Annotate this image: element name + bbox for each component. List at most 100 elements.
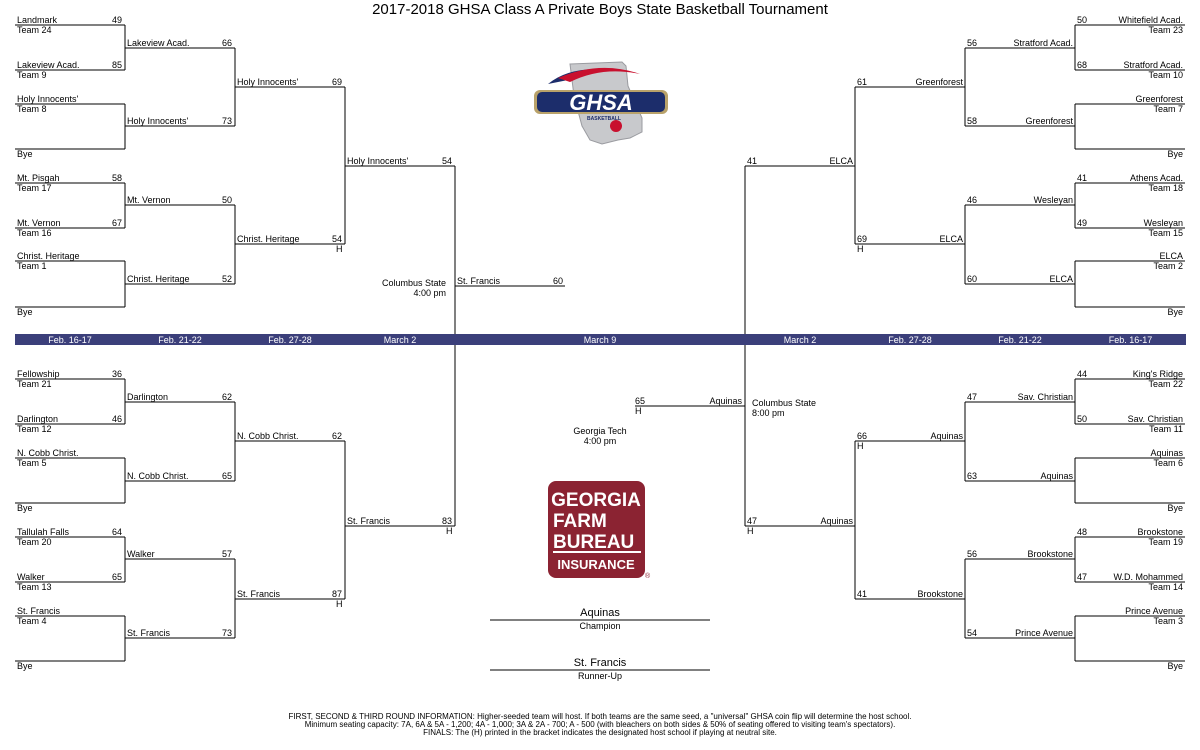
- bracket-entry: Team 23: [1148, 25, 1183, 35]
- bracket-entry: Prince Avenue: [1125, 606, 1183, 616]
- footer-note-3: FINALS: The (H) printed in the bracket i…: [423, 728, 777, 737]
- bracket-entry: Walker: [127, 549, 155, 559]
- ghsa-logo-text: GHSA: [569, 90, 633, 115]
- sponsor-line-4: INSURANCE: [557, 557, 635, 572]
- bracket-entry: Greenforest: [915, 77, 963, 87]
- bracket-entry: ELCA: [1159, 251, 1183, 261]
- bracket-entry: Aquinas: [1040, 471, 1073, 481]
- bracket-entry: 56: [967, 549, 978, 559]
- georgia-farm-bureau-logo: GEORGIA FARM BUREAU INSURANCE: [548, 481, 645, 578]
- bracket-entry: 47: [1077, 572, 1088, 582]
- bracket-entry: Bye: [17, 661, 33, 671]
- ghsa-logo-subtext: BASKETBALL: [587, 116, 621, 122]
- bracket-entry: Aquinas: [820, 516, 853, 526]
- bracket-entry: Team 18: [1148, 183, 1183, 193]
- bracket-entry: Darlington: [127, 392, 169, 402]
- date-band: [15, 334, 1186, 345]
- bracket-entry: 47: [747, 516, 758, 526]
- bracket-entry: Team 6: [1153, 458, 1183, 468]
- bracket-entry: Bye: [1167, 661, 1183, 671]
- bracket-entry: Team 13: [17, 582, 52, 592]
- basketball-icon: [610, 120, 622, 132]
- bracket-entry: Walker: [17, 572, 45, 582]
- bracket-entry: Whitefield Acad.: [1118, 15, 1183, 25]
- bracket-entry: Team 2: [1153, 261, 1183, 271]
- sponsor-line-1: GEORGIA: [551, 490, 641, 511]
- sponsor-line-3: BUREAU: [553, 532, 634, 553]
- bracket-entry: ELCA: [829, 156, 853, 166]
- bracket-entry: Team 20: [17, 537, 52, 547]
- bracket-entry: Stratford Acad.: [1013, 38, 1073, 48]
- bracket-entry: Christ. Heritage: [127, 274, 190, 284]
- bracket-entry: Bye: [1167, 503, 1183, 513]
- bracket-entry: Prince Avenue: [1015, 628, 1073, 638]
- bracket-entry: Sav. Christian: [1017, 392, 1073, 402]
- bracket-entry: Holy Innocents': [17, 94, 79, 104]
- registered-mark-icon: ®: [645, 573, 651, 580]
- bracket-entry: Team 10: [1148, 70, 1183, 80]
- bracket-entry: 60: [967, 274, 978, 284]
- bracket-entry: 66: [857, 431, 868, 441]
- date-round1-left: Feb. 16-17: [48, 335, 92, 345]
- bracket-entry: 47: [967, 392, 978, 402]
- bracket-entry: Mt. Vernon: [127, 195, 171, 205]
- bracket-entry: 62: [331, 431, 342, 441]
- bracket-entry: 8:00 pm: [752, 408, 785, 418]
- bracket-entry: Aquinas: [709, 396, 742, 406]
- bracket-entry: Team 17: [17, 183, 52, 193]
- champion-label: Champion: [579, 621, 621, 631]
- bracket-entry: 65: [221, 471, 232, 481]
- bracket-entry: Darlington: [17, 414, 59, 424]
- bracket-entry: 41: [857, 589, 868, 599]
- date-round3-left: Feb. 27-28: [268, 335, 312, 345]
- bracket-entry: N. Cobb Christ.: [17, 448, 79, 458]
- runner-up-name: St. Francis: [573, 657, 627, 669]
- bracket-entry: 44: [1077, 369, 1088, 379]
- bracket-entry: 64: [111, 527, 122, 537]
- runner-up-label: Runner-Up: [577, 671, 623, 681]
- bracket-entry: Team 19: [1148, 537, 1183, 547]
- bracket-entry: Bye: [17, 307, 33, 317]
- bracket-entry: 67: [111, 218, 122, 228]
- bracket-entry: H: [857, 441, 864, 451]
- bracket-entry: 49: [111, 15, 122, 25]
- bracket-entry: ELCA: [939, 234, 963, 244]
- bracket-entry: N. Cobb Christ.: [127, 471, 189, 481]
- bracket-entry: 36: [111, 369, 122, 379]
- bracket-entry: Brookstone: [917, 589, 963, 599]
- bracket-entry: Landmark: [17, 15, 58, 25]
- bracket-entry: Wesleyan: [1033, 195, 1073, 205]
- bracket-entry: Mt. Vernon: [17, 218, 61, 228]
- bracket-entry: 85: [111, 60, 122, 70]
- bracket-entry: Team 21: [17, 379, 52, 389]
- bracket-entry: 46: [967, 195, 978, 205]
- bracket-entry: 52: [221, 274, 232, 284]
- bracket-entry: Brookstone: [1027, 549, 1073, 559]
- bracket-entry: Team 9: [17, 70, 47, 80]
- bracket-entry: Team 22: [1148, 379, 1183, 389]
- bracket-entry: Lakeview Acad.: [17, 60, 80, 70]
- ghsa-logo: GHSA BASKETBALL: [534, 61, 668, 145]
- bracket-entry: 4:00 pm: [413, 288, 446, 298]
- date-round2-left: Feb. 21-22: [158, 335, 202, 345]
- bracket-entry: Bye: [1167, 307, 1183, 317]
- bracket-entry: Wesleyan: [1143, 218, 1183, 228]
- bracket-entry: 73: [221, 116, 232, 126]
- bracket-entry: 61: [857, 77, 868, 87]
- bracket-entry: 65: [111, 572, 122, 582]
- bracket-entry: Team 24: [17, 25, 52, 35]
- bracket-entry: Team 11: [1149, 424, 1183, 434]
- date-round3-right: Feb. 27-28: [888, 335, 932, 345]
- bracket-entry: 50: [1077, 15, 1088, 25]
- bracket-entry: 4:00 pm: [583, 436, 617, 446]
- page-title: 2017-2018 GHSA Class A Private Boys Stat…: [372, 1, 828, 18]
- bracket-entry: ELCA: [1049, 274, 1073, 284]
- bracket-entry: W.D. Mohammed: [1113, 572, 1183, 582]
- bracket-entry: H: [446, 526, 453, 536]
- bracket-entry: 87: [331, 589, 342, 599]
- bracket-entry: 57: [221, 549, 232, 559]
- bracket-entry: 66: [221, 38, 232, 48]
- bracket-entry: 54: [331, 234, 342, 244]
- bracket-entry: H: [635, 406, 642, 416]
